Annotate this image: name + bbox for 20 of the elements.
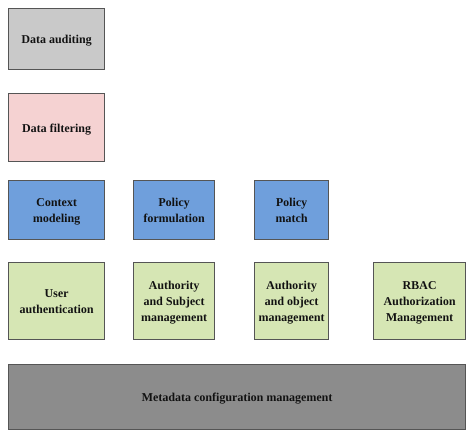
module-label: Authority and Subject management	[140, 277, 208, 325]
module-box	[373, 262, 466, 340]
module-box	[8, 262, 105, 340]
module-label: Authority and object management	[258, 277, 326, 325]
module-label: Policy formulation	[142, 194, 206, 226]
module-box	[8, 93, 105, 162]
module-box	[254, 262, 329, 340]
module-label: RBAC Authorization Management	[382, 277, 456, 325]
module-label: Context modeling	[32, 194, 82, 226]
module-label: Data filtering	[21, 120, 92, 136]
module-box	[8, 180, 105, 240]
module-label: User authentication	[18, 285, 94, 317]
module-label: Metadata configuration management	[140, 389, 334, 405]
module-box	[133, 180, 215, 240]
module-label: Data auditing	[20, 31, 93, 47]
module-box	[133, 262, 215, 340]
module-box	[8, 8, 105, 70]
layer-bar	[8, 364, 466, 430]
module-label: Policy match	[274, 194, 308, 226]
module-box	[254, 180, 329, 240]
